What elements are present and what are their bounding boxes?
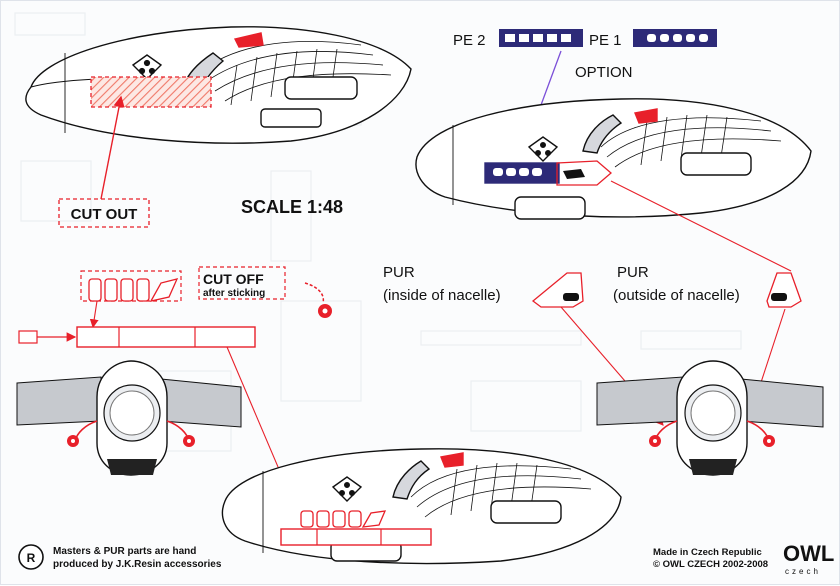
nacelle-top-right xyxy=(415,98,812,220)
svg-text:R: R xyxy=(27,551,36,565)
footer-left: R Masters & PUR parts are hand produced … xyxy=(18,544,222,570)
scale-label: SCALE 1:48 xyxy=(241,197,343,217)
cut-out-callout: CUT OUT xyxy=(58,95,150,228)
photo-etch-strips: PE 2 PE 1 OPTION xyxy=(453,29,717,161)
resin-logo-icon xyxy=(18,544,44,570)
pur-label-outside: PUR xyxy=(617,264,649,281)
pur-inside-caption: (inside of nacelle) xyxy=(383,287,501,304)
pe1-label: PE 1 xyxy=(589,32,622,49)
pur-outside-part xyxy=(766,272,802,308)
credits-line-1: Masters & PUR parts are hand xyxy=(53,546,196,557)
nacelle-bottom xyxy=(221,448,622,565)
pur-outside-caption: (outside of nacelle) xyxy=(613,287,740,304)
credits-line-2: produced by J.K.Resin accessories xyxy=(53,559,222,570)
owl-logo: OWL xyxy=(783,541,834,566)
pe2-label: PE 2 xyxy=(453,32,486,49)
nacelle-top-left xyxy=(25,26,412,144)
pur-parts: PUR (inside of nacelle) PUR (outside of … xyxy=(383,180,802,426)
made-in-label: Made in Czech Republic xyxy=(653,547,762,558)
after-sticking-label: after sticking xyxy=(203,288,265,299)
front-view-left xyxy=(16,360,242,476)
footer-right: Made in Czech Republic © OWL CZECH 2002-… xyxy=(653,541,834,576)
cut-off-label: CUT OFF xyxy=(203,271,264,287)
option-label: OPTION xyxy=(575,64,633,81)
cut-out-label: CUT OUT xyxy=(71,206,138,223)
cut-off-strip xyxy=(76,326,256,348)
pur-inside-part xyxy=(531,272,584,308)
copyright-label: © OWL CZECH 2002-2008 xyxy=(653,559,768,570)
pur-label-inside: PUR xyxy=(383,264,415,281)
cut-off-section: CUT OFF after sticking xyxy=(18,266,332,523)
owl-logo-sub: czech xyxy=(785,567,821,576)
front-view-right xyxy=(596,360,824,476)
